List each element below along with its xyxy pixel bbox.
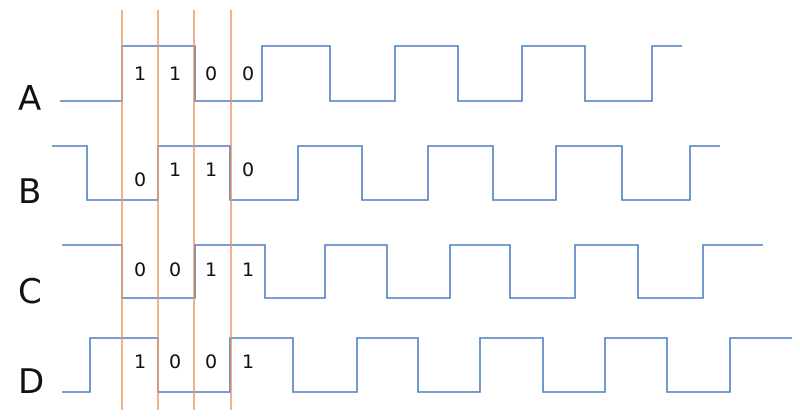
- bit-b-1: 0: [134, 169, 146, 191]
- bit-b-4: 0: [242, 159, 254, 181]
- signal-label-c: C: [18, 272, 42, 312]
- bit-c-3: 1: [205, 259, 217, 281]
- bit-b-2: 1: [169, 159, 181, 181]
- sample-markers: [121, 10, 232, 410]
- bit-b-3: 1: [205, 159, 217, 181]
- signal-a: A 1 1 0 0: [18, 45, 682, 119]
- signal-d: D 1 0 0 1: [18, 337, 792, 402]
- waveform-b: [52, 145, 720, 201]
- bit-a-2: 1: [169, 63, 181, 85]
- signal-b: B 0 1 1 0: [18, 145, 720, 212]
- waveform-c: [62, 244, 763, 299]
- bit-a-4: 0: [242, 63, 254, 85]
- bit-a-3: 0: [205, 63, 217, 85]
- bit-c-1: 0: [134, 259, 146, 281]
- signal-label-d: D: [18, 362, 44, 402]
- bit-a-1: 1: [134, 63, 146, 85]
- waveform-a: [60, 45, 682, 102]
- bit-d-1: 1: [134, 351, 146, 373]
- bit-d-3: 0: [205, 351, 217, 373]
- signal-c: C 0 0 1 1: [18, 244, 763, 312]
- bit-c-4: 1: [242, 259, 254, 281]
- signal-label-a: A: [18, 79, 41, 119]
- bit-c-2: 0: [169, 259, 181, 281]
- bit-d-4: 1: [242, 351, 254, 373]
- signal-label-b: B: [18, 172, 41, 212]
- bit-d-2: 0: [169, 351, 181, 373]
